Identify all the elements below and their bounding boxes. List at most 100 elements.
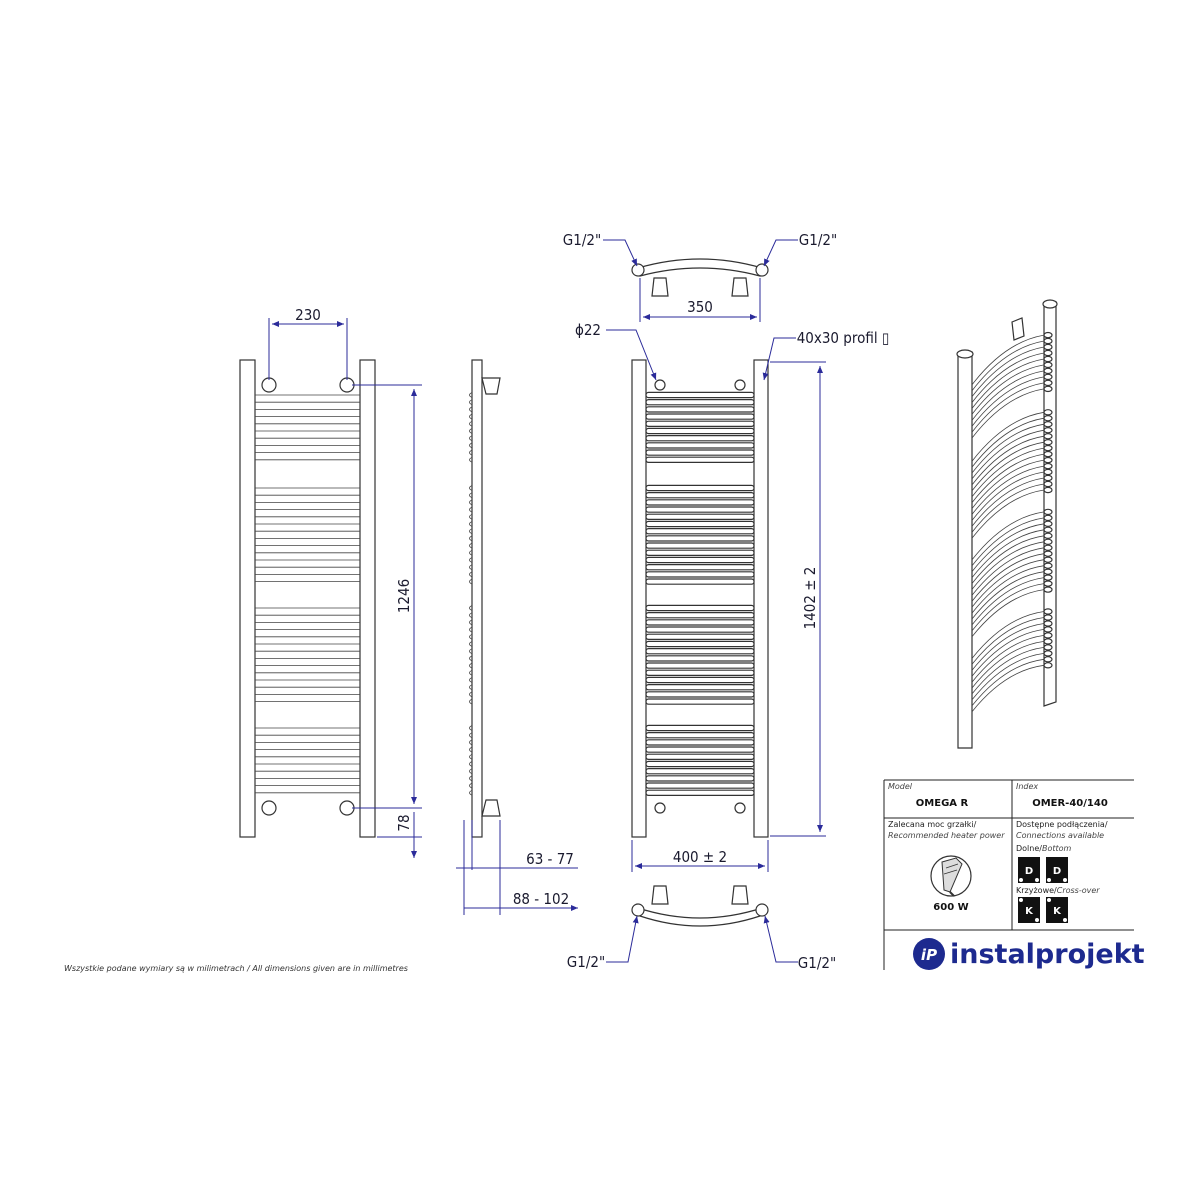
iso-bar-end: [1043, 462, 1053, 470]
side-bar-end: [469, 521, 473, 527]
rear-view: [631, 359, 769, 838]
badge-cross-2: K: [1046, 897, 1068, 923]
rear-bar: [645, 731, 755, 739]
rear-bar: [645, 435, 755, 442]
bottom-thread-left-label: G1/2": [567, 953, 605, 971]
rear-port-bottom-left: [654, 802, 666, 814]
iso-bar: [971, 388, 1045, 439]
iso-bar: [971, 477, 1045, 527]
front-view: [239, 359, 376, 838]
rear-bar: [645, 669, 755, 677]
rear-bar: [645, 484, 755, 492]
side-bar-end: [469, 775, 473, 782]
rear-bar: [645, 578, 755, 585]
badge-cross-1-letter: K: [1025, 906, 1034, 917]
badge-cross-2-letter: K: [1053, 906, 1062, 917]
iso-bar-end: [1043, 662, 1053, 669]
iso-bar: [971, 334, 1045, 386]
side-bar-end: [469, 435, 473, 442]
iso-bar: [971, 647, 1045, 695]
iso-bar: [971, 417, 1045, 468]
connection-top-right: [339, 377, 355, 393]
rear-bar: [645, 571, 755, 578]
side-bar-end: [469, 746, 473, 753]
rear-bar: [645, 535, 755, 542]
side-bar-end: [469, 413, 473, 420]
iso-bar-end: [1043, 586, 1053, 593]
side-bar-end: [469, 633, 473, 640]
side-bar-end: [469, 662, 473, 669]
rear-port-top-right: [734, 379, 746, 391]
model-label: Model: [888, 782, 913, 791]
index-value: OMER-40/140: [1032, 798, 1108, 809]
rear-bar: [645, 789, 755, 797]
iso-bar-end: [1043, 415, 1053, 422]
connections-label-pl: Dostępne podłączenia/: [1016, 820, 1108, 829]
dim-depth: 63 - 77 88 - 102: [456, 820, 578, 915]
side-bar-end: [469, 399, 473, 406]
rear-bar: [645, 520, 755, 528]
power-value: 600 W: [933, 902, 968, 913]
rear-port-bottom-right: [734, 802, 746, 814]
rear-bar: [645, 655, 755, 662]
bottom-view-bracket-right: [731, 885, 749, 905]
iso-bar: [971, 559, 1045, 608]
iso-bar: [971, 346, 1045, 397]
dim-78-label: 78: [395, 814, 413, 831]
side-bar-end: [469, 420, 473, 427]
top-thread-left-label: G1/2": [563, 231, 601, 249]
iso-bar-end: [1043, 538, 1053, 546]
iso-bar: [971, 629, 1045, 677]
rear-bar: [645, 626, 755, 633]
badge-bottom-1-letter: D: [1025, 866, 1033, 877]
title-block: Model OMEGA R Index OMER-40/140 Zalecana…: [883, 779, 1145, 970]
rear-bar: [645, 542, 755, 549]
side-bar-end: [469, 739, 473, 746]
iso-bar: [971, 517, 1045, 566]
iso-bar: [971, 664, 1045, 712]
rear-bar: [645, 527, 755, 535]
cross-connection-label: Krzyżowe/Cross-over: [1016, 886, 1100, 895]
side-bar-end: [469, 456, 473, 463]
bottom-label-pl: Dolne/: [1016, 844, 1042, 853]
side-bar-end: [469, 782, 473, 789]
iso-bar-end: [1043, 532, 1053, 540]
dim-400: 400 ± 2: [631, 840, 769, 872]
iso-bar-end: [1043, 331, 1053, 339]
rear-bar: [645, 420, 755, 428]
iso-bar: [971, 447, 1045, 497]
iso-bar-end: [1043, 550, 1053, 557]
iso-bar: [971, 382, 1045, 433]
side-profile: [471, 359, 483, 838]
iso-bars: [971, 331, 1053, 712]
rear-bar: [645, 662, 755, 669]
iso-bar: [971, 376, 1045, 427]
rear-bar: [645, 427, 755, 435]
side-bar-end: [469, 732, 473, 739]
left-side-profile: [239, 359, 256, 838]
dim-78: 78: [377, 812, 422, 858]
wall-bracket-top: [481, 377, 501, 395]
rear-bar: [645, 506, 755, 513]
iso-bar-end: [1043, 650, 1053, 657]
top-view: 350 G1/2" G1/2": [563, 231, 837, 322]
dim-63-77-label: 63 - 77: [526, 850, 574, 868]
iso-bracket: [1011, 317, 1025, 341]
rear-bar: [645, 563, 755, 571]
top-thread-right-label: G1/2": [799, 231, 837, 249]
rear-bar: [645, 391, 755, 399]
side-bar-end: [469, 626, 473, 633]
iso-bar-end: [1043, 638, 1053, 645]
front-bars: [255, 394, 360, 794]
side-bar-end: [469, 549, 473, 556]
rear-bar: [645, 691, 755, 698]
side-bar-end: [469, 406, 473, 413]
side-bar-end: [469, 557, 473, 563]
heater-icon: [930, 855, 972, 897]
right-side-profile: [359, 359, 376, 838]
iso-bar: [971, 617, 1045, 665]
bottom-connection-label: Dolne/Bottom: [1016, 844, 1072, 853]
iso-bar-end: [1043, 385, 1053, 393]
iso-bar-end: [1043, 562, 1053, 569]
